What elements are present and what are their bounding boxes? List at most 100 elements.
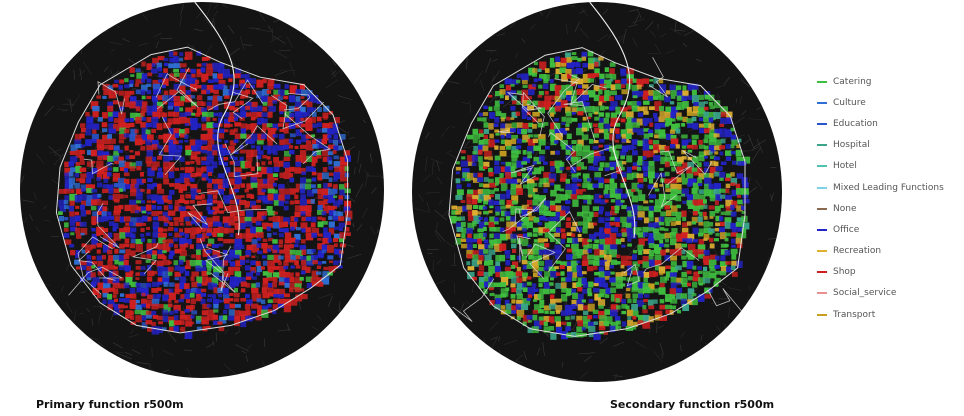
street-segment bbox=[124, 376, 127, 378]
function-cell bbox=[473, 215, 481, 224]
function-cell bbox=[74, 139, 82, 145]
function-cell bbox=[614, 139, 619, 143]
function-cell bbox=[659, 243, 665, 248]
function-cell bbox=[697, 277, 705, 285]
function-cell bbox=[124, 145, 129, 151]
street-segment bbox=[434, 69, 449, 72]
function-cell bbox=[659, 84, 667, 93]
function-cell bbox=[659, 227, 665, 231]
street-segment bbox=[57, 20, 65, 32]
function-cell bbox=[301, 216, 307, 222]
function-cell bbox=[703, 138, 709, 144]
street-segment bbox=[379, 99, 384, 102]
function-cell bbox=[338, 195, 344, 201]
function-cell bbox=[323, 199, 329, 205]
function-cell bbox=[163, 90, 169, 96]
function-cell bbox=[146, 83, 152, 88]
function-cell bbox=[555, 310, 560, 314]
street-segment bbox=[454, 360, 461, 363]
function-cell bbox=[587, 116, 591, 120]
function-cell bbox=[720, 194, 726, 199]
function-cell bbox=[140, 122, 147, 128]
function-cell bbox=[681, 210, 687, 217]
function-cell bbox=[301, 239, 306, 244]
function-cell bbox=[610, 238, 619, 245]
function-cell bbox=[537, 260, 545, 266]
function-cell bbox=[146, 243, 153, 250]
street-segment bbox=[579, 27, 589, 39]
function-cell bbox=[603, 189, 609, 196]
function-cell bbox=[184, 123, 189, 127]
street-segment bbox=[441, 349, 449, 354]
function-cell bbox=[91, 216, 99, 224]
function-cell bbox=[583, 305, 591, 310]
function-cell bbox=[626, 144, 634, 151]
street-segment bbox=[325, 79, 338, 89]
function-cell bbox=[206, 228, 213, 235]
function-cell bbox=[615, 188, 623, 197]
function-cell bbox=[550, 277, 554, 281]
function-cell bbox=[720, 255, 726, 261]
function-cell bbox=[592, 106, 600, 114]
street-segment bbox=[597, 34, 608, 42]
function-cell bbox=[538, 249, 547, 256]
street-segment bbox=[314, 6, 325, 12]
function-cell bbox=[484, 281, 492, 288]
function-cell bbox=[522, 277, 527, 282]
function-cell bbox=[129, 122, 135, 128]
function-cell bbox=[196, 74, 202, 78]
function-cell bbox=[627, 105, 632, 110]
function-cell bbox=[599, 259, 607, 266]
function-cell bbox=[86, 116, 94, 124]
function-cell bbox=[173, 325, 179, 332]
function-cell bbox=[178, 259, 184, 265]
function-cell bbox=[156, 188, 165, 194]
function-cell bbox=[577, 139, 584, 147]
function-cell bbox=[648, 194, 657, 199]
function-cell bbox=[245, 83, 251, 89]
street-segment bbox=[680, 344, 682, 352]
street-segment bbox=[68, 17, 71, 28]
function-cell bbox=[594, 248, 601, 257]
function-cell bbox=[145, 139, 151, 146]
function-cell bbox=[135, 193, 143, 200]
function-cell bbox=[735, 149, 742, 157]
function-cell bbox=[92, 123, 100, 130]
function-cell bbox=[306, 283, 313, 289]
function-cell bbox=[593, 265, 598, 270]
function-cell bbox=[477, 117, 483, 122]
function-cell bbox=[526, 178, 535, 184]
function-cell bbox=[195, 288, 203, 297]
legend-item: Social_service bbox=[817, 283, 964, 304]
function-cell bbox=[305, 127, 311, 131]
function-cell bbox=[495, 298, 501, 305]
function-cell bbox=[576, 226, 583, 232]
function-cell bbox=[69, 216, 77, 223]
function-cell bbox=[687, 144, 694, 149]
street-segment bbox=[490, 18, 493, 24]
function-cell bbox=[516, 128, 525, 135]
function-cell bbox=[483, 239, 489, 244]
function-cell bbox=[664, 171, 670, 177]
function-cell bbox=[101, 254, 107, 260]
function-cell bbox=[211, 161, 218, 169]
function-cell bbox=[75, 188, 83, 195]
function-cell bbox=[173, 95, 180, 102]
function-cell bbox=[466, 183, 471, 188]
function-cell bbox=[141, 117, 147, 121]
street-segment bbox=[523, 351, 527, 361]
function-cell bbox=[338, 199, 343, 205]
function-cell bbox=[80, 193, 87, 201]
function-cell bbox=[703, 260, 710, 266]
function-cell bbox=[152, 226, 160, 233]
function-cell bbox=[653, 144, 661, 153]
function-cell bbox=[516, 100, 521, 105]
function-cell bbox=[488, 272, 493, 277]
function-cell bbox=[648, 90, 654, 96]
street-segment bbox=[647, 73, 656, 78]
function-cell bbox=[102, 299, 107, 305]
function-cell bbox=[218, 226, 224, 234]
function-cell bbox=[478, 249, 485, 257]
function-cell bbox=[207, 294, 212, 298]
function-cell bbox=[653, 140, 660, 147]
